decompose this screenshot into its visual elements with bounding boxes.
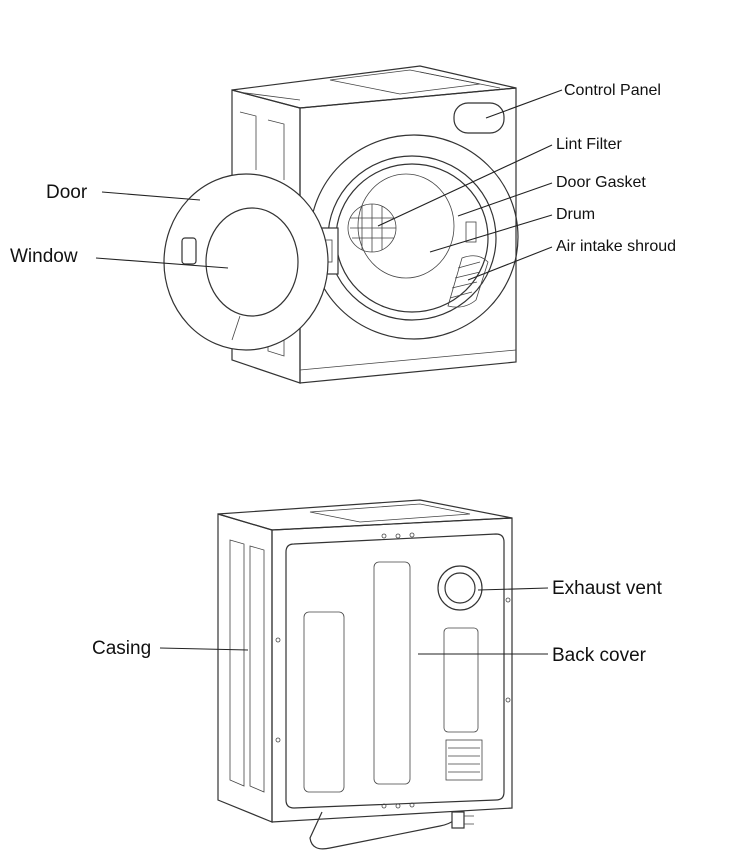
lint-filter-leader-line — [377, 144, 553, 227]
air-intake-vents — [449, 261, 481, 299]
top-panel-edges — [237, 71, 501, 101]
front-view: Door Window Control Panel Lint Filter Do… — [10, 65, 676, 384]
lint-filter-grid — [347, 203, 397, 253]
door-handle — [181, 237, 197, 265]
control-panel-shape — [453, 102, 505, 134]
casing-top-recess — [309, 503, 471, 523]
control-panel-leader-line — [485, 89, 563, 119]
back-cover-screws — [275, 532, 511, 809]
back-cover-panel — [285, 533, 505, 809]
lint-filter-label: Lint Filter — [556, 136, 622, 153]
power-plug — [451, 811, 465, 829]
casing-side-slot-left — [229, 539, 245, 787]
window-leader-line — [95, 257, 229, 269]
air-intake-shroud-shape — [447, 255, 489, 308]
exhaust-vent-label: Exhaust vent — [552, 578, 663, 599]
air-intake-shroud-label: Air intake shroud — [556, 238, 676, 255]
door-gasket-leader-line — [457, 182, 553, 217]
exhaust-vent-leader-line — [477, 587, 549, 591]
door-latch-receiver — [465, 221, 477, 243]
power-plug-prongs — [464, 815, 474, 825]
power-cord — [309, 811, 455, 850]
air-intake-shroud-leader-line — [467, 246, 553, 281]
door-opening-outer-ring — [309, 134, 519, 340]
door-leader-line — [101, 191, 201, 201]
back-cover-label: Back cover — [552, 645, 647, 666]
casing-leader-line — [159, 647, 249, 651]
control-panel-label: Control Panel — [564, 82, 661, 99]
top-panel-recess — [329, 69, 481, 95]
back-view: Exhaust vent Casing Back cover — [92, 499, 663, 850]
door-label: Door — [46, 182, 88, 203]
exhaust-vent-outer — [437, 565, 483, 611]
back-cover-recess-left — [303, 611, 345, 793]
back-frame — [271, 517, 513, 823]
door-seam — [231, 315, 241, 341]
window-label: Window — [10, 246, 78, 267]
door-window-glass — [205, 207, 299, 317]
drum-leader-line — [429, 214, 553, 253]
drum-back-wall — [357, 173, 455, 279]
casing-side-slot-right — [249, 545, 265, 793]
front-base-line — [299, 349, 517, 371]
casing-label: Casing — [92, 638, 151, 659]
back-cover-recess-right — [443, 627, 479, 733]
dryer-door — [163, 173, 329, 351]
back-cover-recess-middle — [373, 561, 411, 785]
drum-label: Drum — [556, 206, 595, 223]
side-panel-slots — [239, 111, 285, 180]
lower-vent-grille — [445, 739, 483, 781]
exhaust-vent-inner — [444, 572, 476, 604]
door-gasket-label: Door Gasket — [556, 174, 646, 191]
